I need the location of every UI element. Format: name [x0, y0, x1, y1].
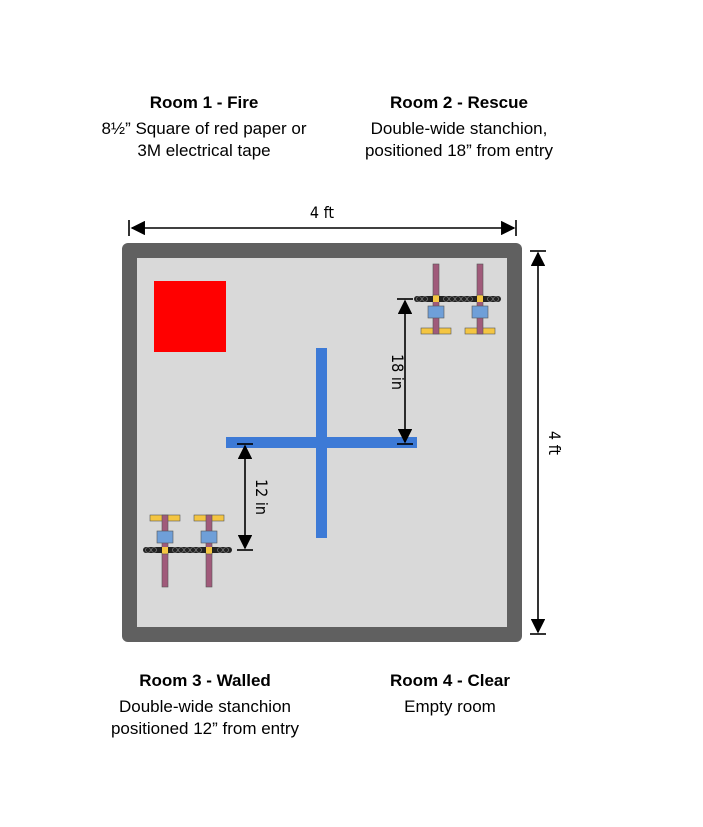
room-4-description: Empty room: [404, 697, 496, 716]
rescue-offset-dimension: 18 in: [388, 298, 413, 445]
room-1-caption: Room 1 - Fire 8½” Square of red paper or…: [90, 92, 318, 162]
room-1-description: 8½” Square of red paper or 3M electrical…: [101, 119, 307, 160]
rescue-stanchion: [414, 263, 501, 335]
width-label: 4 ft: [310, 203, 335, 222]
room-2-caption: Room 2 - Rescue Double-wide stanchion, p…: [340, 92, 578, 162]
room-3-description: Double-wide stanchion positioned 12” fro…: [110, 697, 300, 738]
room-3-title: Room 3 - Walled: [139, 671, 271, 690]
room-4-caption: Room 4 - Clear Empty room: [340, 670, 560, 718]
room-1-title: Room 1 - Fire: [149, 93, 259, 112]
height-label: 4 ft: [545, 431, 564, 456]
room-4-title: Room 4 - Clear: [390, 671, 510, 690]
width-dimension: 4 ft: [128, 203, 517, 236]
rescue-offset-label: 18 in: [388, 354, 407, 390]
room-2-title: Room 2 - Rescue: [390, 93, 528, 112]
room-divider: [226, 348, 417, 538]
room-3-caption: Room 3 - Walled Double-wide stanchion po…: [100, 670, 310, 740]
walled-offset-label: 12 in: [252, 479, 271, 515]
fire-square: [154, 281, 226, 352]
walled-offset-dimension: 12 in: [237, 443, 271, 551]
room-2-description: Double-wide stanchion, positioned 18” fr…: [364, 119, 554, 160]
walled-stanchion: [143, 514, 232, 588]
height-dimension: 4 ft: [530, 250, 564, 635]
